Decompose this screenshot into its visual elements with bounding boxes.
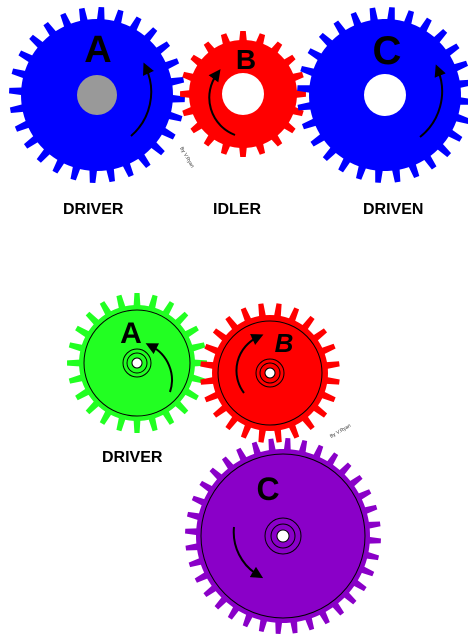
- driven-label: DRIVEN: [363, 201, 423, 219]
- gear-c-letter: C: [256, 471, 279, 507]
- gear-a-driver: A: [9, 7, 185, 183]
- gear-b-letter: B: [236, 44, 256, 75]
- gear-c-shaft-hole: [277, 530, 289, 542]
- idler-label: IDLER: [213, 201, 261, 219]
- gear-b-hub: [222, 73, 264, 115]
- gear-c-hub: [364, 74, 406, 116]
- credit-text: By V.Ryan: [329, 423, 352, 440]
- gear-a-shaft-hole: [132, 358, 142, 368]
- gear-b-shaft-hole: [265, 368, 275, 378]
- gear-c-driven: C: [185, 438, 381, 634]
- gear-c-driven: C: [297, 7, 468, 183]
- gear-a-letter: A: [84, 29, 111, 71]
- credit-text: By V.Ryan: [178, 146, 195, 169]
- gear-a-driver: A: [67, 293, 207, 433]
- gear-b-idler: B: [180, 31, 306, 157]
- driver-label-2: DRIVER: [102, 449, 162, 467]
- gear-c-letter: C: [373, 29, 402, 73]
- gear-a-hub: [77, 75, 117, 115]
- diagram-1: A B C By V.Ryan: [9, 7, 468, 183]
- driver-label: DRIVER: [63, 201, 123, 219]
- gear-a-letter: A: [120, 317, 142, 350]
- gear-b-letter: B: [275, 328, 294, 358]
- gear-b-idler: B: [200, 303, 339, 442]
